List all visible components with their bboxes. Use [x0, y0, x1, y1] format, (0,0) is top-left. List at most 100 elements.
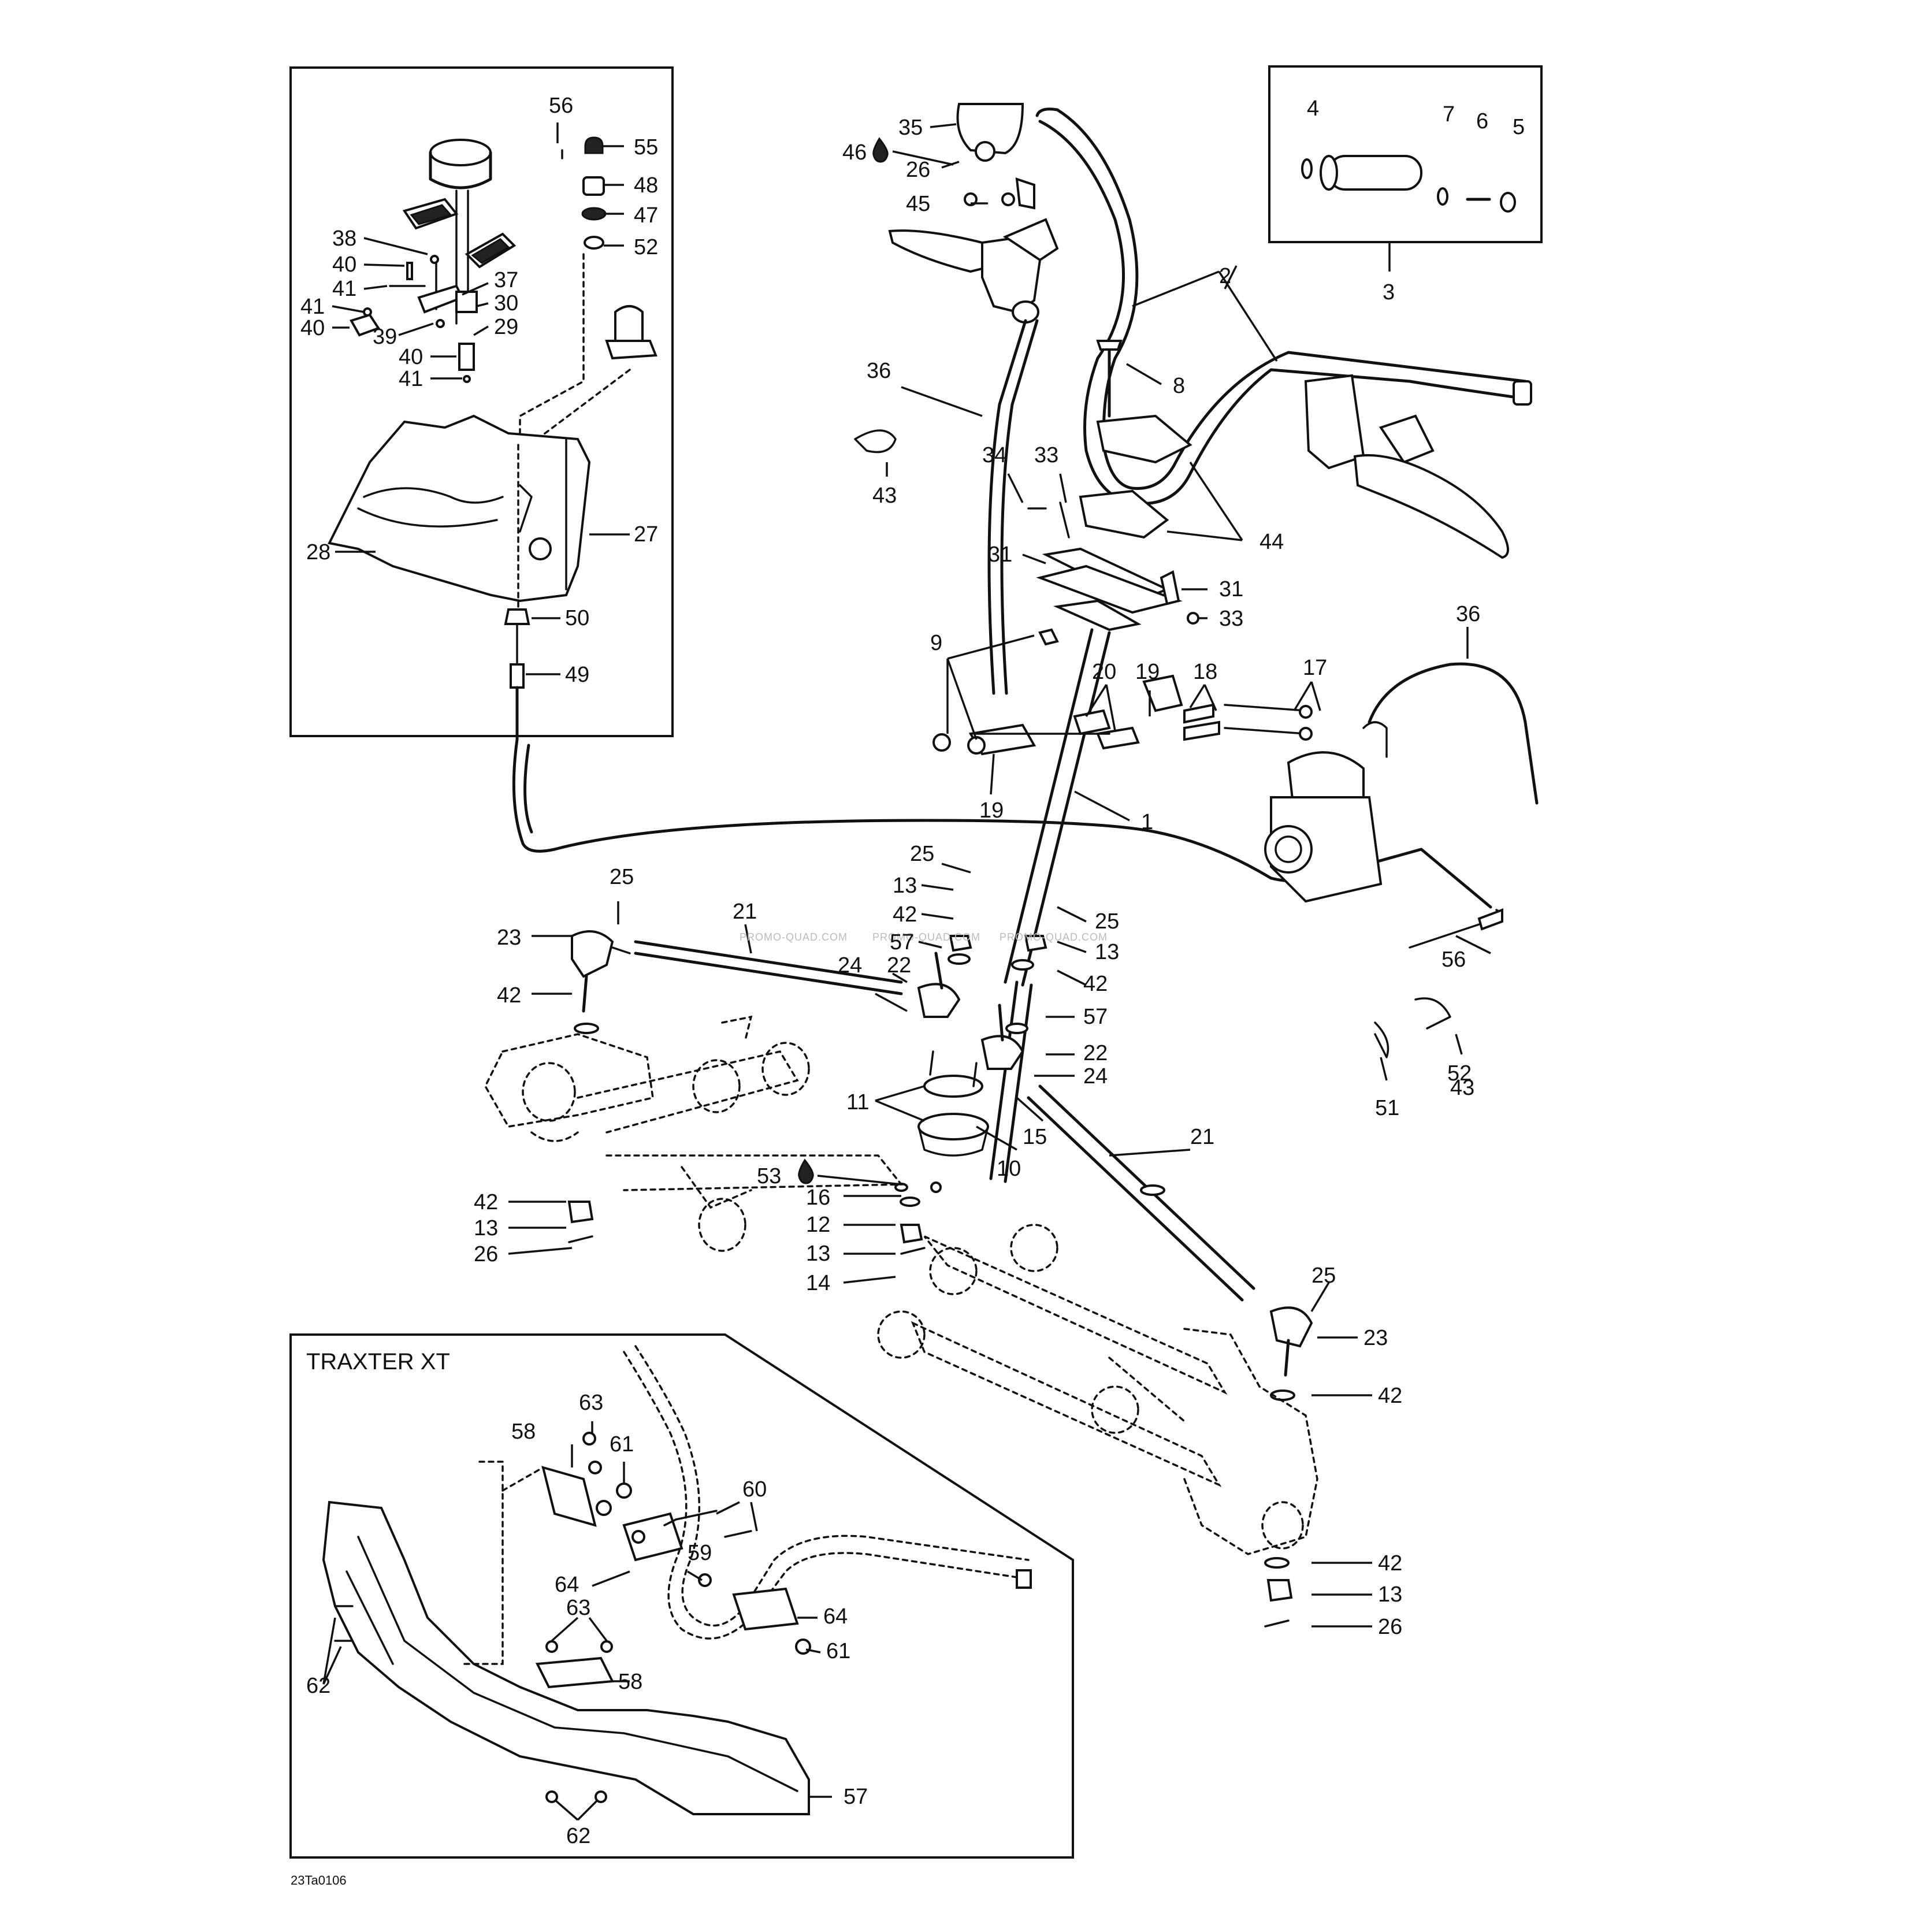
- callout: 20: [1092, 660, 1116, 684]
- column-bearing: [917, 1050, 989, 1157]
- callout: 33: [1219, 607, 1243, 631]
- callout: 9: [930, 631, 942, 655]
- callout: 52: [1447, 1061, 1472, 1086]
- watermark: PROMO-QUAD.COM: [740, 931, 848, 943]
- callout: 25: [1311, 1264, 1336, 1288]
- callout: 39: [373, 325, 397, 349]
- callout: 35: [898, 116, 923, 140]
- callout: 43: [872, 484, 897, 508]
- callout: 48: [634, 173, 658, 198]
- callout: 6: [1476, 109, 1488, 133]
- callout: 19: [979, 798, 1004, 823]
- callout: 40: [332, 252, 356, 277]
- callout: 22: [887, 953, 911, 978]
- callout: 16: [806, 1186, 830, 1210]
- callout: 61: [826, 1639, 850, 1663]
- callout: 41: [332, 277, 356, 301]
- grip-assembly: [1301, 155, 1516, 213]
- callout: 42: [474, 1190, 498, 1214]
- callout: 26: [474, 1242, 498, 1266]
- steering-plate: [1036, 547, 1199, 646]
- callout: 38: [332, 226, 356, 251]
- callout: 45: [906, 192, 930, 216]
- callout: 33: [1034, 443, 1058, 467]
- callout: 27: [634, 522, 658, 547]
- callout: 63: [566, 1596, 590, 1620]
- callout: 59: [688, 1541, 712, 1565]
- callout: 58: [618, 1670, 642, 1694]
- callout: 56: [549, 94, 573, 118]
- throttle-housing-assembly: [350, 136, 657, 383]
- throttle-housing-inset-frame: [289, 66, 674, 737]
- callout: 25: [910, 842, 934, 866]
- callout: 41: [399, 367, 423, 391]
- callout: 2: [1219, 264, 1231, 288]
- steering-column: [989, 628, 1111, 1183]
- callout: 56: [1441, 948, 1466, 972]
- callout: 31: [1219, 577, 1243, 601]
- handlebar-clamps: [1027, 340, 1192, 539]
- callout: 52: [634, 235, 658, 259]
- callout: 22: [1083, 1041, 1108, 1065]
- xt-handlebar: [623, 1345, 1032, 1640]
- tie-rod-ends: [571, 930, 1313, 1377]
- right-suspension: [877, 1224, 1318, 1555]
- lubricant-drop-icon: [872, 137, 889, 163]
- grip-inset-frame: [1268, 65, 1543, 243]
- callout: 11: [846, 1090, 869, 1114]
- callout: 13: [806, 1242, 830, 1266]
- figure-code: 23Ta0106: [291, 1873, 347, 1888]
- callout: 13: [893, 874, 917, 898]
- callout: 62: [306, 1674, 330, 1698]
- callout: 50: [565, 606, 589, 630]
- callout: 29: [494, 315, 518, 339]
- callout: 42: [1378, 1551, 1402, 1576]
- inset-title: TRAXTER XT: [306, 1349, 450, 1374]
- brake-lever-assembly: [888, 103, 1059, 324]
- carburetor: [1264, 662, 1539, 903]
- callout: 55: [634, 135, 658, 159]
- callout: 15: [1023, 1125, 1047, 1149]
- handguard: [322, 1500, 810, 1815]
- callout: 17: [1303, 656, 1327, 680]
- callout: 49: [565, 663, 589, 687]
- callout: 60: [742, 1477, 767, 1502]
- traxter-xt-inset-frame: [289, 1333, 1074, 1859]
- callout: 30: [494, 291, 518, 315]
- callout: 23: [1363, 1326, 1388, 1350]
- callout: 23: [497, 926, 521, 950]
- callout: 42: [893, 902, 917, 927]
- callout: 42: [1083, 972, 1108, 996]
- callout: 5: [1513, 115, 1525, 139]
- callout: 57: [1083, 1005, 1108, 1029]
- callout: 40: [399, 345, 423, 369]
- callout: 18: [1193, 660, 1217, 684]
- callout: 62: [566, 1824, 590, 1848]
- callout: 47: [634, 203, 658, 228]
- throttle-cover: [328, 414, 591, 603]
- callout: 14: [806, 1271, 830, 1295]
- callout: 8: [1173, 374, 1185, 398]
- watermarks: PROMO-QUAD.COM PROMO-QUAD.COM PROMO-QUAD…: [740, 931, 1108, 943]
- callout: 13: [474, 1216, 498, 1240]
- callout: 57: [890, 930, 914, 954]
- left-suspension: [484, 1015, 904, 1252]
- watermark: PROMO-QUAD.COM: [1000, 931, 1108, 943]
- callout: 43: [1450, 1076, 1474, 1100]
- callout: 42: [497, 983, 521, 1008]
- callout: 36: [867, 359, 891, 383]
- callout: 26: [906, 158, 930, 182]
- callout: 25: [1095, 909, 1119, 934]
- callout: 51: [1375, 1096, 1399, 1120]
- callout: 3: [1383, 280, 1395, 304]
- callout-labels: 56 55 48 47 52 38 40 41 41 40 39 40 41 3…: [300, 94, 1525, 1848]
- callout: 58: [511, 1420, 536, 1444]
- callout: 1: [1141, 810, 1153, 834]
- lubricant-drop-icon: [798, 1158, 814, 1184]
- callout: 41: [300, 295, 325, 319]
- callout: 21: [733, 900, 757, 924]
- callout: 63: [579, 1391, 603, 1415]
- callout: 42: [1378, 1384, 1402, 1408]
- callout: 37: [494, 268, 518, 292]
